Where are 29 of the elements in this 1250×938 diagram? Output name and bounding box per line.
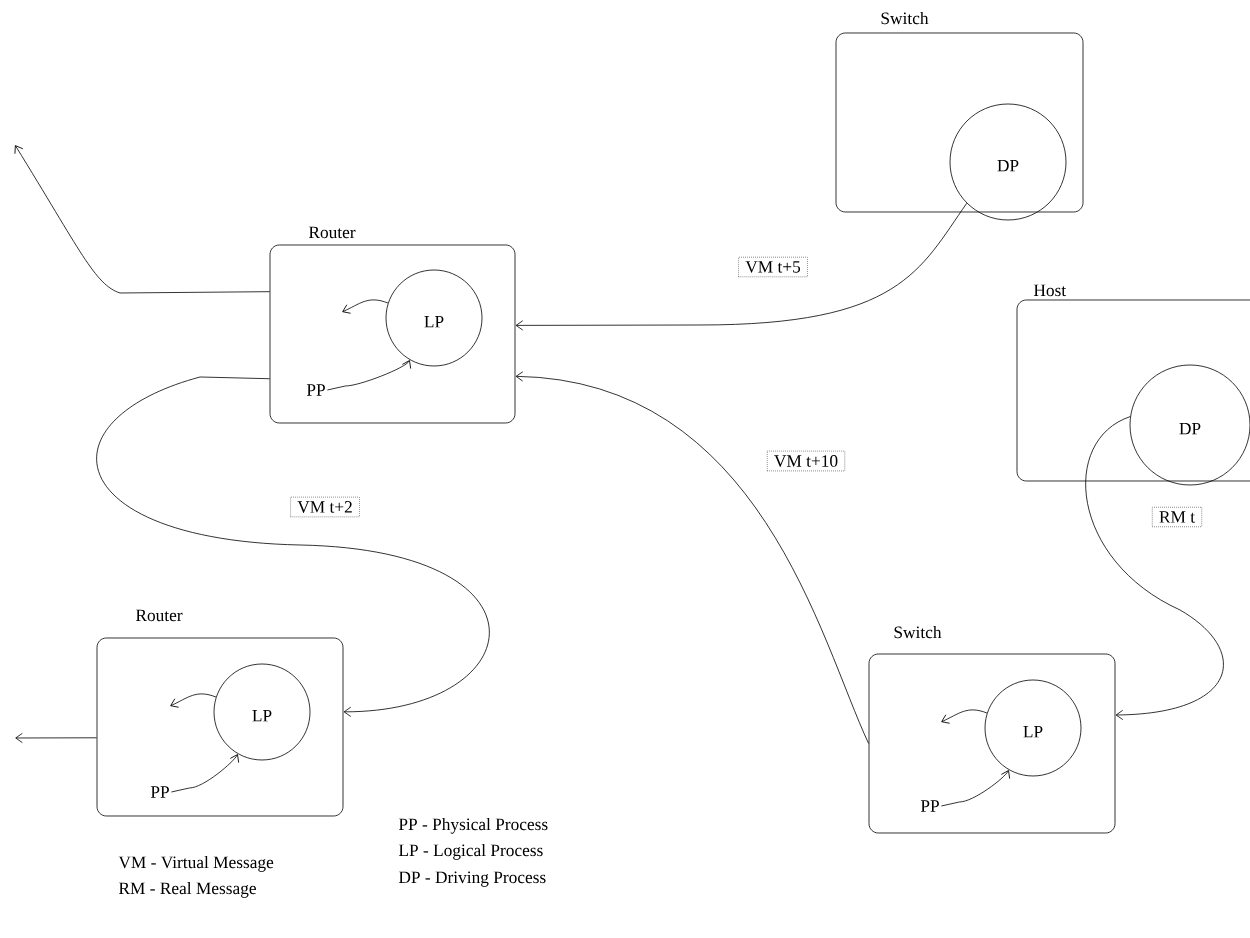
arrow — [342, 299, 389, 314]
box-heading: Switch — [881, 11, 929, 25]
arrow — [14, 145, 270, 294]
arrow — [171, 754, 240, 793]
arrow — [327, 360, 412, 391]
edge-label: VM t+5 — [738, 256, 808, 278]
process-label: PP — [150, 786, 169, 798]
arrow — [170, 693, 217, 708]
box-heading: Router — [135, 609, 183, 622]
arrow — [1085, 416, 1224, 720]
edge-label: RM t — [1151, 506, 1203, 528]
legend-text: PP - Physical Process — [398, 817, 548, 834]
box-heading: Switch — [894, 625, 942, 639]
arrow — [15, 732, 97, 744]
arrow — [515, 202, 968, 331]
box-heading: Router — [308, 226, 356, 239]
legend-text: RM - Real Message — [118, 881, 256, 898]
arrow — [96, 376, 490, 717]
process-label: PP — [920, 800, 939, 812]
legend-text: LP - Logical Process — [398, 843, 543, 860]
arrow — [941, 709, 988, 724]
arrow — [941, 770, 1011, 807]
process-label: PP — [306, 384, 325, 396]
arrow — [515, 371, 869, 744]
edge-label: VM t+2 — [290, 496, 360, 518]
legend-text: VM - Virtual Message — [118, 855, 274, 872]
edge-label: VM t+10 — [766, 450, 846, 472]
legend-text: DP - Driving Process — [398, 871, 546, 887]
box-heading: Host — [1033, 284, 1067, 297]
